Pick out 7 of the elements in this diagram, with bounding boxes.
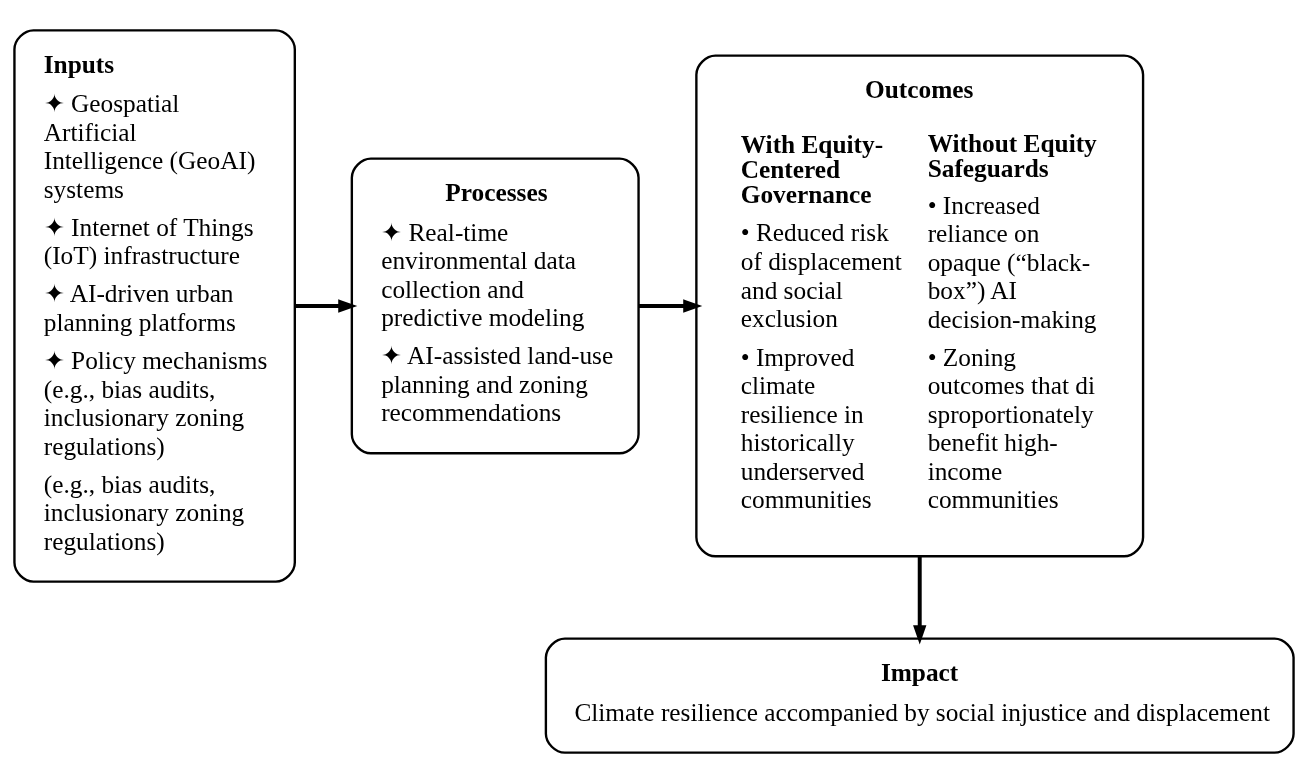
node-box: Impact Climate resilience accompanied by social injustice and displacement [544,636,1295,754]
node-box: Outcomes With Equity-Centered Governance • Reduced risk of displacement and social exclusion • Improved climate resilience in historically underserved communities Without Equity Safeguards • Increased reliance on opaque (“black-box”) AI decision-making • Zoning outcomes that disproportionately benefit high-income communities [695,54,1145,557]
arrow [913,556,927,644]
arrow [638,298,703,313]
arrow [294,298,358,313]
node-box: Inputs ✦ Geospatial Artificial Intelligence (GeoAI) systems ✦ Internet of Things (IoT) infrastructure ✦ AI-driven urban planning platforms ✦ Policy mechanisms (e.g., bias audits, inclusionary zoning regulations) (e.g., bias audits, inclusionary zoning regulations) [13,28,296,583]
node-box: Processes ✦ Real-time environmental data collection and predictive modeling ✦ AI-assisted land-use planning and zoning recommendations [350,156,640,454]
